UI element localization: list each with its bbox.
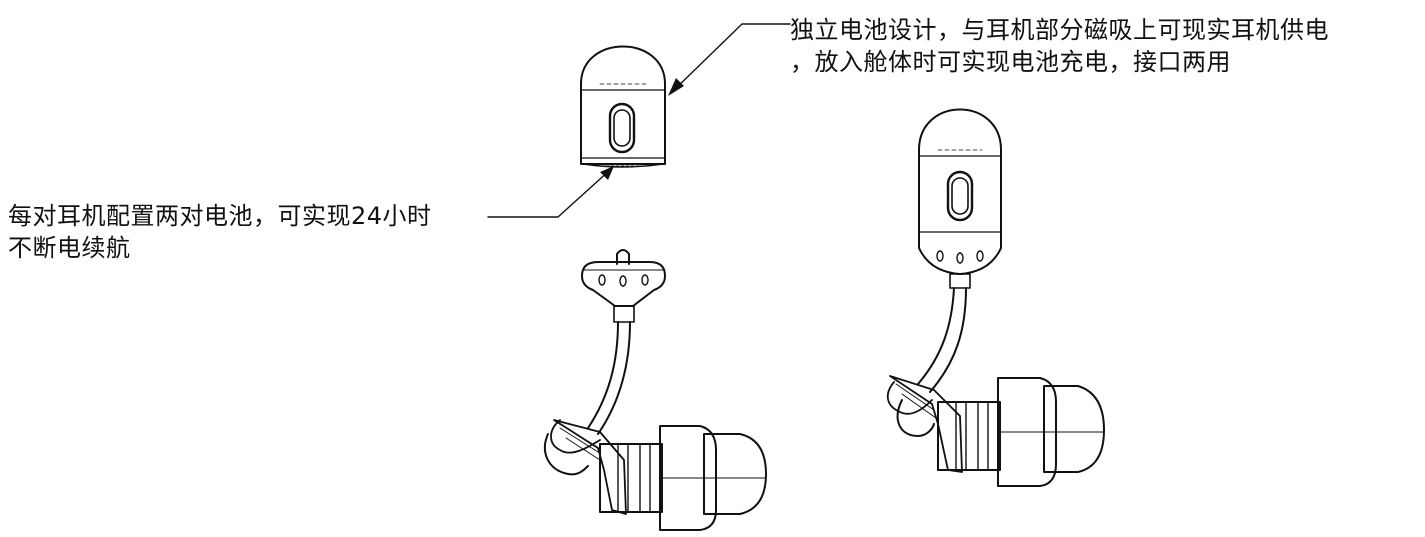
leader-line-top	[668, 23, 791, 96]
earphone-assembled-right	[886, 108, 1105, 487]
callout-battery-endurance: 每对耳机配置两对电池，可实现24小时 不断电续航	[8, 200, 432, 264]
callout-battery-endurance-line1: 每对耳机配置两对电池，可实现24小时	[8, 202, 432, 230]
earphone-base-left	[543, 249, 767, 531]
leader-line-left	[487, 166, 614, 218]
callout-battery-endurance-line2: 不断电续航	[8, 234, 131, 262]
callout-battery-design-line2: ，放入舱体时可实现电池充电，接口两用	[790, 48, 1231, 76]
callout-battery-design-line1: 独立电池设计，与耳机部分磁吸上可现实耳机供电	[790, 16, 1329, 44]
callout-battery-design: 独立电池设计，与耳机部分磁吸上可现实耳机供电 ，放入舱体时可实现电池充电，接口两…	[790, 14, 1329, 78]
battery-capsule-detached	[580, 45, 666, 168]
